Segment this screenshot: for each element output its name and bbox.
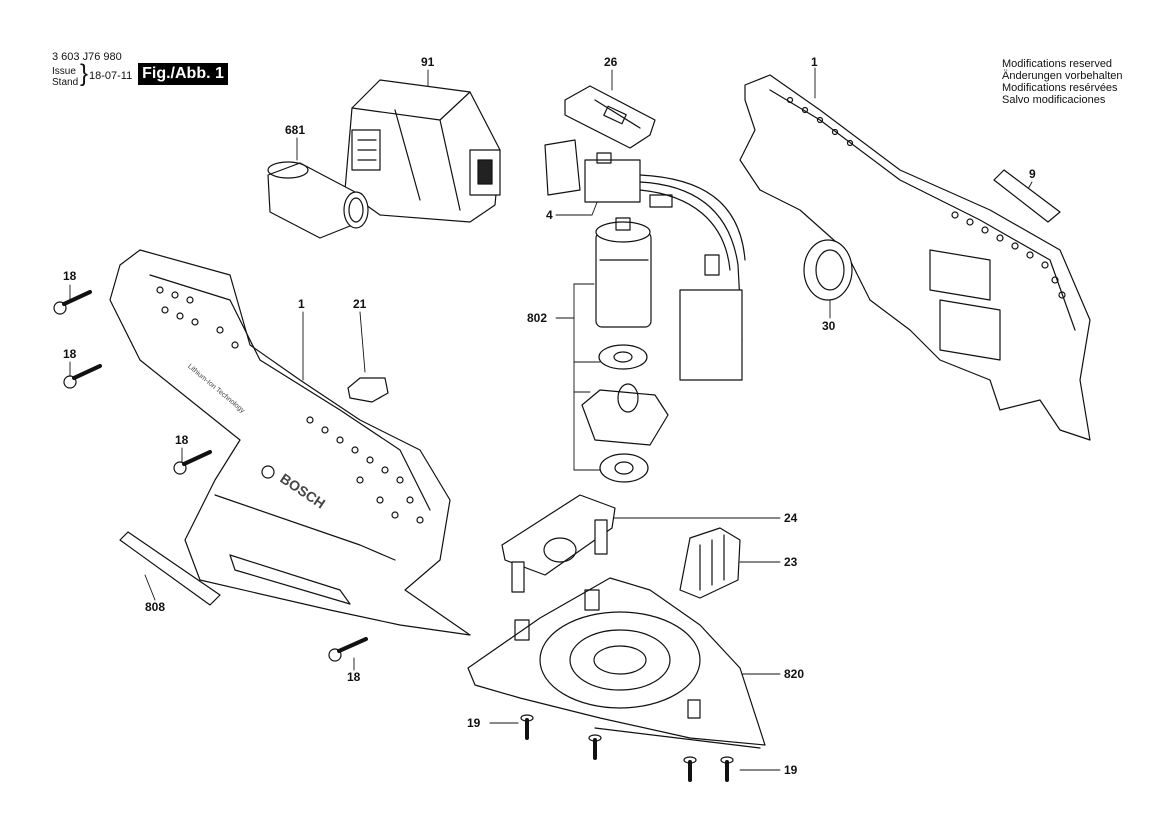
callout-802: 802 [527,311,548,325]
screw-18-a [53,290,92,315]
issue-stand-labels: Issue Stand [52,66,78,88]
callout-91: 91 [421,55,435,69]
issue-label: Issue [52,66,76,77]
battery-pack [344,79,501,223]
stand-label: Stand [52,77,79,88]
part-number: 3 603 J76 980 [52,51,122,63]
callout-30: 30 [822,319,836,333]
callout-18-a: 18 [63,269,77,283]
callout-23: 23 [784,555,798,569]
sanding-base-plate [467,577,766,749]
callout-1-left: 1 [298,297,305,311]
mod-line-en: Modifications reserved [1002,58,1113,70]
screw-19-c [683,756,697,782]
switch-and-wiring [544,139,746,381]
brace-glyph: } [80,60,89,87]
label-sticker-9 [993,169,1061,223]
callout-9: 9 [1029,167,1036,181]
modifications-notice: Modifications reserved Änderungen vorbeh… [1002,58,1122,106]
paper-clamp-23 [679,527,741,599]
callout-26: 26 [604,55,618,69]
leader-lines [69,67,1033,771]
callout-21: 21 [353,297,367,311]
figure-label: Fig./Abb. 1 [138,63,228,85]
callout-808: 808 [145,600,166,614]
callout-820: 820 [784,667,805,681]
screw-18-c [173,450,212,475]
left-housing: BOSCH Lithium-Ion Technology [109,249,471,636]
mod-line-fr: Modifications resérvées [1002,82,1118,94]
screw-18-b [63,364,102,389]
paper-clamp-24 [501,494,616,593]
callout-4: 4 [546,208,553,222]
mod-line-es: Salvo modificaciones [1002,94,1106,106]
callout-18-c: 18 [175,433,189,447]
callout-19-a: 19 [467,716,481,730]
right-housing-shell [739,74,1091,441]
switch-slider [347,377,389,403]
label-sticker-808 [119,531,221,606]
callout-18-d: 18 [347,670,361,684]
callout-19-b: 19 [784,763,798,777]
callout-18-b: 18 [63,347,77,361]
callout-1-top: 1 [811,55,818,69]
screw-18-d [328,637,368,662]
screw-19-a [520,714,534,740]
dust-adapter [267,161,369,239]
seal-ring [803,239,853,301]
mod-line-de: Änderungen vorbehalten [1002,70,1123,82]
motor-assembly [581,217,669,483]
callout-681: 681 [285,123,306,137]
screw-19-b [588,734,602,760]
switch-cover [564,85,656,149]
screw-19-d [720,756,734,782]
issue-date: 18-07-11 [89,70,133,82]
callout-24: 24 [784,511,798,525]
